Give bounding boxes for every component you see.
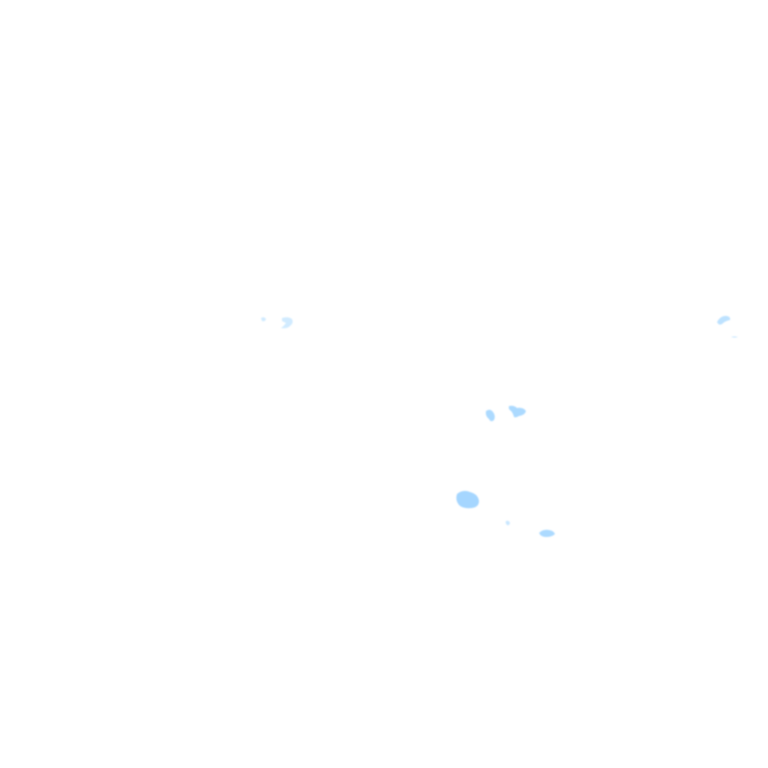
precipitation-patch-5 [485,409,495,422]
precipitation-cluster-right [717,315,738,338]
precipitation-patch-1 [261,317,266,322]
precipitation-patch-4 [731,336,738,338]
precipitation-cluster-left [261,317,293,329]
precipitation-patch-9 [539,529,555,537]
precipitation-patch-7 [456,490,479,509]
precipitation-cluster-center [485,405,526,422]
precipitation-patch-8 [505,520,510,526]
precipitation-cluster-lower [456,490,555,537]
precipitation-patch-2 [281,317,293,329]
precipitation-patch-6 [508,405,526,418]
precipitation-patch-3 [717,315,731,325]
